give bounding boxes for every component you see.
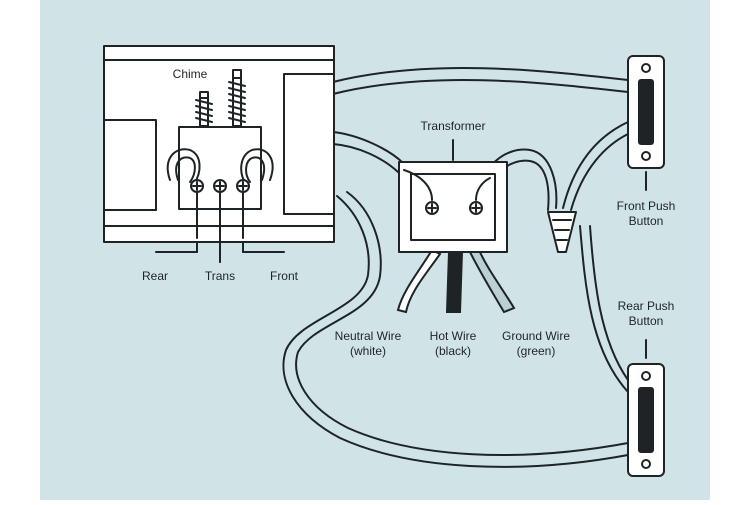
ground-wire (468, 248, 516, 314)
label-trans: Trans (205, 269, 235, 283)
label-rear: Rear (142, 269, 168, 283)
transformer (398, 139, 508, 253)
label-rear-push-button-line2: Button (629, 314, 664, 328)
wire-front-button-to-wirenut (562, 121, 629, 209)
wire-chime-to-rear-button-loop-b (295, 191, 629, 456)
chime-left-coil (166, 148, 201, 185)
chime-right-coil-inner (245, 156, 266, 183)
rear-button-bar (638, 387, 654, 453)
chime-right-coil (240, 148, 274, 185)
chime-right-bar (283, 73, 335, 215)
wire-chime-to-transformer-b (332, 143, 399, 173)
front-button-bar (638, 79, 654, 145)
neutral-wire (396, 248, 442, 314)
label-chime: Chime (173, 67, 208, 81)
label-ground-wire-line2: (green) (517, 344, 556, 358)
screw-terminal-icon (190, 179, 204, 193)
wire-chime-to-front-button-top (332, 66, 629, 83)
label-neutral-wire-line2: (white) (350, 344, 386, 358)
chime-left-coil-inner (175, 156, 196, 183)
wire-chime-to-front-button-top-b (332, 78, 629, 95)
label-ground-wire-line1: Ground Wire (502, 329, 570, 343)
label-front-push-button-line2: Button (629, 214, 664, 228)
rear-push-button (627, 339, 665, 477)
screw-terminal-icon (213, 179, 227, 193)
wire-wirenut-to-rear-button (579, 225, 629, 393)
wire-nut-icon (547, 211, 577, 253)
screw-terminal-icon (425, 201, 439, 215)
screw-terminal-icon (469, 201, 483, 215)
wire-front-button-to-wirenut-b (570, 133, 629, 211)
screw-terminal-icon (236, 179, 250, 193)
wire-chime-to-rear-button-loop (282, 195, 629, 468)
label-transformer: Transformer (421, 119, 486, 133)
front-push-button (627, 55, 665, 191)
label-neutral-wire-line1: Neutral Wire (335, 329, 402, 343)
label-rear-push-button-line1: Rear Push (618, 299, 675, 313)
label-front: Front (270, 269, 299, 283)
label-front-push-button-line1: Front Push (617, 199, 676, 213)
wire-wirenut-to-rear-button-b (589, 225, 629, 381)
hot-wire (445, 251, 464, 313)
labels: Chime Transformer Rear Trans Front Neutr… (142, 67, 675, 358)
label-hot-wire-line1: Hot Wire (430, 329, 477, 343)
chime-left-bar (103, 119, 157, 211)
chime-unit (103, 45, 335, 263)
wire-chime-to-transformer (332, 131, 404, 164)
label-hot-wire-line2: (black) (435, 344, 471, 358)
